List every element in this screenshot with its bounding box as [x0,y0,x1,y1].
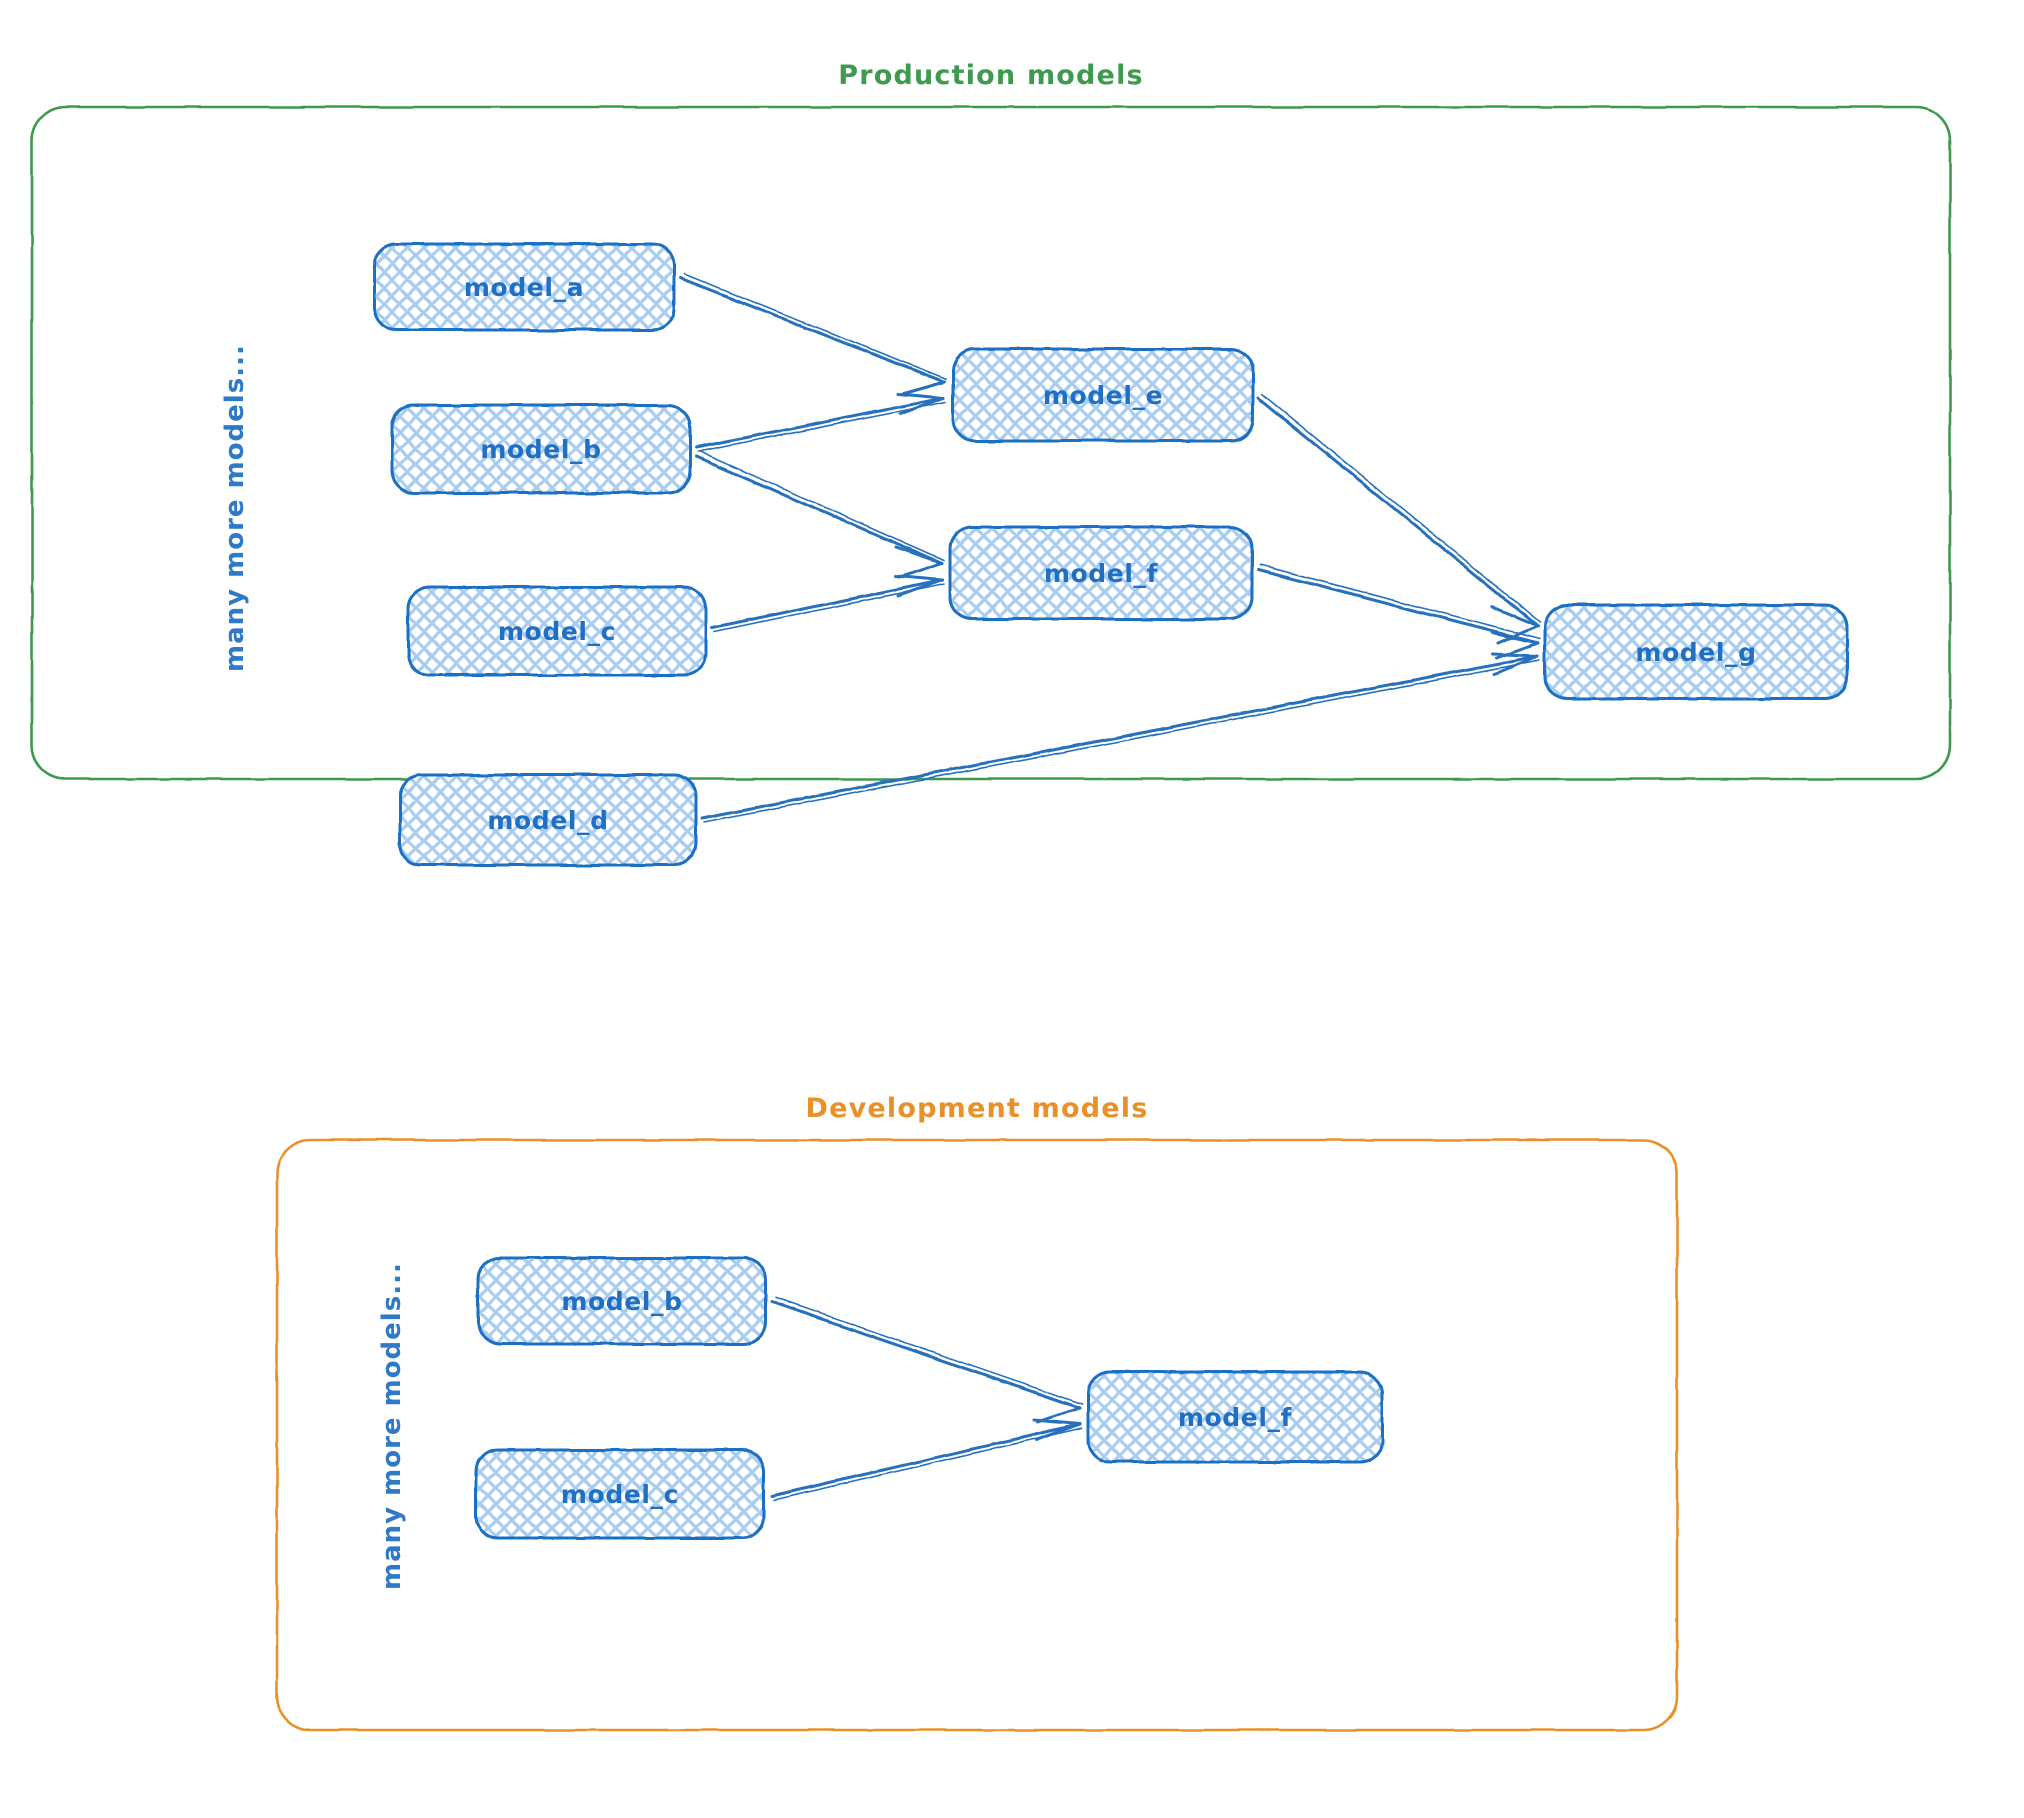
node-model_a[interactable]: model_a [372,242,676,332]
production-group-box [30,105,1952,781]
node-model_d[interactable]: model_d [398,773,698,867]
development-edges [770,1297,1083,1501]
node-model_d-shape[interactable] [398,773,698,867]
node-dev_model_f[interactable]: model_f [1086,1370,1384,1464]
node-model_f-label: model_f [1044,559,1159,588]
node-model_c[interactable]: model_c [406,585,708,677]
node-model_e[interactable]: model_e [951,347,1255,443]
node-dev_model_f-shape[interactable] [1086,1370,1384,1464]
node-dev_model_f-label: model_f [1178,1403,1293,1432]
node-model_g-shape[interactable] [1543,603,1849,701]
group-production: Production models many more models... [30,60,1952,867]
edge-dev_model_b-dev_model_f [770,1297,1083,1424]
node-model_d-label: model_d [487,806,608,835]
node-dev_model_b[interactable]: model_b [476,1256,768,1346]
edge-model_b-model_f [694,451,945,579]
production-side-label: many more models... [220,344,250,672]
production-group-title: Production models [838,60,1144,91]
node-dev_model_c[interactable]: model_c [474,1448,766,1540]
edge-model_d-model_g [700,652,1541,823]
node-dev_model_b-shape[interactable] [476,1256,768,1346]
node-model_e-label: model_e [1043,381,1163,410]
node-model_a-shape[interactable] [372,242,676,332]
development-group-title: Development models [806,1093,1149,1124]
node-model_g-label: model_g [1635,638,1756,667]
node-model_f-shape[interactable] [948,525,1254,621]
edge-model_a-model_e [678,273,947,396]
group-development: Development models many more models... [275,1093,1679,1732]
node-dev_model_c-shape[interactable] [474,1448,766,1540]
node-model_f[interactable]: model_f [948,525,1254,621]
node-model_b[interactable]: model_b [390,403,692,495]
development-side-label: many more models... [377,1262,407,1590]
node-model_c-shape[interactable] [406,585,708,677]
node-model_b-shape[interactable] [390,403,692,495]
edge-model_e-model_g [1256,393,1541,645]
production-edges [678,273,1541,823]
node-model_b-label: model_b [480,435,601,464]
edge-model_c-model_f [710,574,945,633]
node-model_c-label: model_c [498,617,616,646]
node-model_e-shape[interactable] [951,347,1255,443]
node-model_a-label: model_a [464,273,584,302]
node-model_g[interactable]: model_g [1543,603,1849,701]
node-dev_model_b-label: model_b [561,1287,682,1316]
edge-model_b-model_e [694,392,947,453]
node-dev_model_c-label: model_c [561,1480,679,1509]
edge-dev_model_c-dev_model_f [770,1418,1083,1501]
development-group-box [275,1138,1679,1732]
